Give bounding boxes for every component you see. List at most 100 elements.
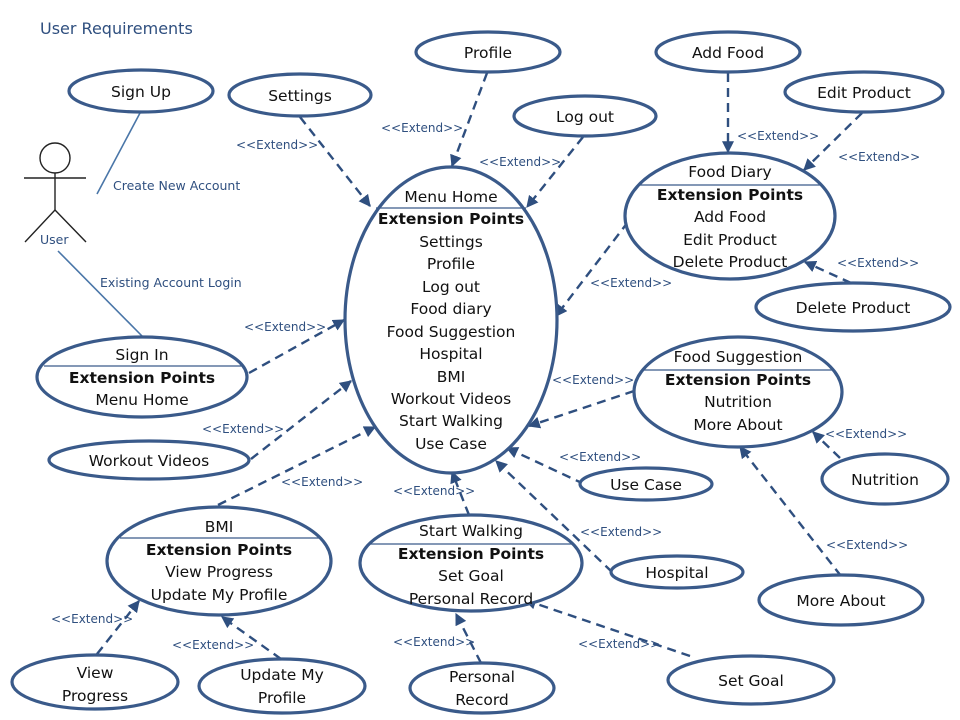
use-case-label: Use Case xyxy=(610,476,682,494)
extension-point: Food diary xyxy=(410,300,491,318)
association-label-create-account: Create New Account xyxy=(113,178,240,193)
extend-label: <<Extend>> xyxy=(826,538,908,552)
use-case-personal-record[interactable]: Personal Record xyxy=(408,661,556,715)
use-case-log-out[interactable]: Log out xyxy=(512,94,658,138)
use-case-menu-home[interactable]: Menu Home Extension Points Settings Prof… xyxy=(343,165,559,475)
use-case-label: Log out xyxy=(556,108,614,126)
extend-label: <<Extend>> xyxy=(393,635,475,649)
extend-label: <<Extend>> xyxy=(737,129,819,143)
extend-label: <<Extend>> xyxy=(590,276,672,290)
use-case-title: Food Diary xyxy=(688,163,771,181)
arrow-nutrition-foodsuggestion xyxy=(812,431,841,459)
extension-point: Start Walking xyxy=(399,412,503,430)
extension-point: Log out xyxy=(422,278,480,296)
extension-point: Update My Profile xyxy=(151,586,288,604)
use-case-label: Nutrition xyxy=(851,471,919,489)
extension-point: Food Suggestion xyxy=(387,323,516,341)
use-case-workout-videos[interactable]: Workout Videos xyxy=(47,439,251,481)
use-case-title: Food Suggestion xyxy=(674,348,803,366)
extension-point: Use Case xyxy=(415,435,487,453)
extension-points-heading: Extension Points xyxy=(657,186,803,204)
use-case-title: Menu Home xyxy=(404,188,497,206)
use-case-label: Progress xyxy=(62,687,128,705)
use-case-label: Settings xyxy=(268,87,332,105)
extend-label: <<Extend>> xyxy=(479,155,561,169)
extension-point: Hospital xyxy=(419,345,482,363)
extend-label: <<Extend>> xyxy=(578,637,660,651)
use-case-label: Profile xyxy=(464,44,512,62)
extend-labels: <<Extend>> <<Extend>> <<Extend>> <<Exten… xyxy=(51,121,920,652)
association-sign-in xyxy=(57,250,143,337)
extension-point: Edit Product xyxy=(683,231,777,249)
use-case-delete-product[interactable]: Delete Product xyxy=(754,281,952,333)
extension-point: View Progress xyxy=(165,563,273,581)
extend-label: <<Extend>> xyxy=(281,475,363,489)
extend-label: <<Extend>> xyxy=(559,450,641,464)
arrow-startwalking-menu xyxy=(450,470,471,516)
extend-label: <<Extend>> xyxy=(244,320,326,334)
extend-label: <<Extend>> xyxy=(825,427,907,441)
actor-user[interactable]: User xyxy=(24,142,87,247)
use-case-use-case[interactable]: Use Case xyxy=(578,466,714,502)
use-case-label: Record xyxy=(455,691,509,709)
extend-label: <<Extend>> xyxy=(837,256,919,270)
arrow-signin-menu xyxy=(248,318,346,375)
use-case-nutrition[interactable]: Nutrition xyxy=(820,452,950,506)
use-case-label: Edit Product xyxy=(817,84,911,102)
extension-point: Add Food xyxy=(694,208,766,226)
use-case-label: Add Food xyxy=(692,44,764,62)
use-case-label: Sign Up xyxy=(111,83,171,101)
arrow-profile-menu xyxy=(450,72,489,168)
arrow-workout-menu xyxy=(250,380,352,460)
extension-points-list: Settings Profile Log out Food diary Food… xyxy=(387,233,516,453)
extend-arrows xyxy=(96,72,863,664)
use-case-food-suggestion[interactable]: Food Suggestion Extension Points Nutriti… xyxy=(632,335,844,449)
use-case-hospital[interactable]: Hospital xyxy=(609,554,745,590)
extension-point: Profile xyxy=(427,255,475,273)
use-case-update-my-profile[interactable]: Update My Profile xyxy=(197,657,367,715)
use-case-label: Set Goal xyxy=(718,672,784,690)
use-case-label: Workout Videos xyxy=(89,452,210,470)
use-case-food-diary[interactable]: Food Diary Extension Points Add Food Edi… xyxy=(623,151,837,281)
use-case-start-walking[interactable]: Start Walking Extension Points Set Goal … xyxy=(358,513,584,613)
use-case-add-food[interactable]: Add Food xyxy=(654,30,802,74)
extension-point: Settings xyxy=(419,233,483,251)
use-case-set-goal[interactable]: Set Goal xyxy=(666,654,836,706)
association-sign-up xyxy=(96,112,141,195)
extension-point: Menu Home xyxy=(95,391,188,409)
extension-point: Personal Record xyxy=(409,590,533,608)
extension-points-heading: Extension Points xyxy=(69,369,215,387)
use-case-title: Sign In xyxy=(115,346,168,364)
arrow-foodsuggestion-menu xyxy=(527,389,635,429)
actor-right-leg xyxy=(54,209,87,243)
arrow-updateprofile-bmi xyxy=(221,616,282,660)
actor-head xyxy=(39,142,71,174)
association-label-existing-login: Existing Account Login xyxy=(100,275,242,290)
actor-left-leg xyxy=(24,209,56,243)
extend-label: <<Extend>> xyxy=(381,121,463,135)
arrow-fooddiary-menu xyxy=(555,221,629,317)
use-case-more-about[interactable]: More About xyxy=(757,573,925,627)
extend-label: <<Extend>> xyxy=(838,150,920,164)
extend-label: <<Extend>> xyxy=(580,525,662,539)
extension-points-heading: Extension Points xyxy=(378,210,524,228)
use-case-view-progress[interactable]: View Progress xyxy=(10,653,180,711)
use-case-settings[interactable]: Settings xyxy=(227,72,373,118)
use-case-bmi[interactable]: BMI Extension Points View Progress Updat… xyxy=(105,505,333,617)
extend-label: <<Extend>> xyxy=(393,484,475,498)
use-case-profile[interactable]: Profile xyxy=(414,30,562,74)
arrow-personalrecord-startwalking xyxy=(454,612,483,664)
extend-label: <<Extend>> xyxy=(51,612,133,626)
arrow-moreabout-foodsuggestion xyxy=(739,446,842,577)
use-case-label: Delete Product xyxy=(796,299,911,317)
use-case-sign-up[interactable]: Sign Up xyxy=(67,68,215,114)
actor-label: User xyxy=(40,232,69,247)
arrow-editproduct-fooddiary xyxy=(803,112,863,171)
use-case-title: Start Walking xyxy=(419,522,523,540)
arrow-deleteproduct-fooddiary xyxy=(803,260,852,285)
use-case-label: More About xyxy=(796,592,885,610)
use-case-edit-product[interactable]: Edit Product xyxy=(783,70,945,114)
extension-points-heading: Extension Points xyxy=(146,541,292,559)
use-case-sign-in[interactable]: Sign In Extension Points Menu Home xyxy=(35,335,249,419)
